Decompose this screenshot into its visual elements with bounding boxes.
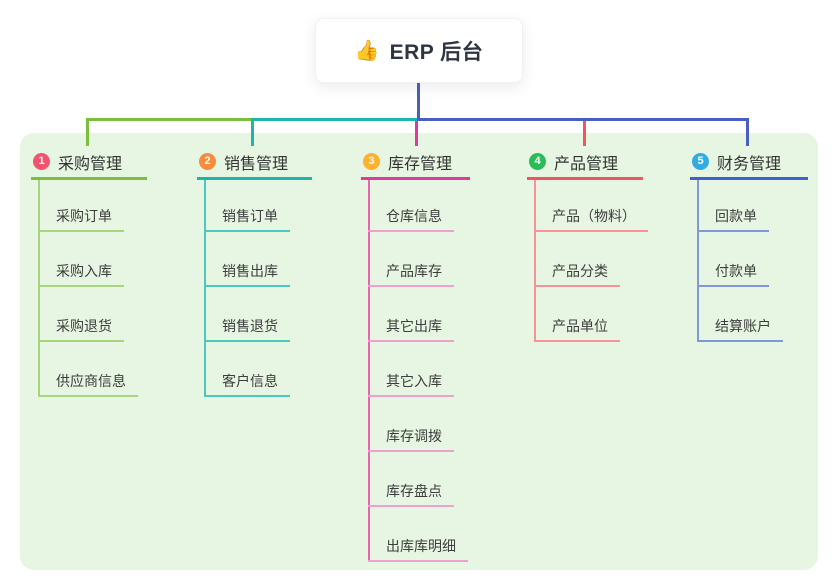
branch-drop-line-3 <box>415 121 418 146</box>
branch-title: 财务管理 <box>717 155 782 173</box>
connector-segment-2 <box>251 118 420 121</box>
child-node[interactable]: 回款单 <box>697 204 769 232</box>
child-node-label: 销售出库 <box>222 263 278 279</box>
child-node-label: 回款单 <box>715 208 757 224</box>
child-node-label: 供应商信息 <box>56 373 126 389</box>
branch-drop-line-1 <box>86 118 89 146</box>
branch-header-2[interactable]: 2 销售管理 <box>197 146 312 180</box>
branch-trunk-line-2 <box>204 180 206 397</box>
branch-number-badge: 5 <box>692 153 709 170</box>
child-node[interactable]: 产品单位 <box>534 314 620 342</box>
child-node-label: 采购订单 <box>56 208 112 224</box>
thumbs-up-icon: 👍 <box>354 39 380 62</box>
child-node-label: 客户信息 <box>222 373 278 389</box>
root-connector-line <box>417 83 420 121</box>
branch-drop-line-2 <box>251 118 254 146</box>
child-node-label: 库存调拨 <box>386 428 442 444</box>
child-node-label: 出库库明细 <box>386 538 456 554</box>
child-node[interactable]: 产品（物料） <box>534 204 648 232</box>
connector-segment-1 <box>86 118 254 121</box>
branches-panel <box>20 133 818 570</box>
child-node[interactable]: 采购入库 <box>38 259 124 287</box>
connector-segment-3 <box>417 118 749 121</box>
child-node[interactable]: 出库库明细 <box>368 534 468 562</box>
child-node[interactable]: 产品分类 <box>534 259 620 287</box>
child-node-label: 付款单 <box>715 263 757 279</box>
child-node-label: 采购入库 <box>56 263 112 279</box>
branch-title: 产品管理 <box>554 155 619 173</box>
branch-number-badge: 4 <box>529 153 546 170</box>
branch-title: 库存管理 <box>388 155 453 173</box>
child-node[interactable]: 采购退货 <box>38 314 124 342</box>
child-node[interactable]: 客户信息 <box>204 369 290 397</box>
child-node[interactable]: 销售订单 <box>204 204 290 232</box>
branch-title: 销售管理 <box>224 155 289 173</box>
child-node[interactable]: 供应商信息 <box>38 369 138 397</box>
branch-trunk-line-3 <box>368 180 370 562</box>
branch-header-5[interactable]: 5 财务管理 <box>690 146 808 180</box>
child-node[interactable]: 其它出库 <box>368 314 454 342</box>
child-node[interactable]: 采购订单 <box>38 204 124 232</box>
branch-trunk-line-4 <box>534 180 536 342</box>
child-node-label: 产品库存 <box>386 263 442 279</box>
root-node[interactable]: 👍 ERP 后台 <box>315 18 523 83</box>
branch-header-4[interactable]: 4 产品管理 <box>527 146 643 180</box>
branch-header-3[interactable]: 3 库存管理 <box>361 146 471 180</box>
child-node-label: 采购退货 <box>56 318 112 334</box>
child-node[interactable]: 销售出库 <box>204 259 290 287</box>
child-node[interactable]: 付款单 <box>697 259 769 287</box>
branch-number-badge: 1 <box>33 153 50 170</box>
root-title: ERP 后台 <box>389 40 484 64</box>
child-node-label: 销售退货 <box>222 318 278 334</box>
child-node-label: 其它出库 <box>386 318 442 334</box>
child-node[interactable]: 销售退货 <box>204 314 290 342</box>
child-node-label: 销售订单 <box>222 208 278 224</box>
child-node-label: 其它入库 <box>386 373 442 389</box>
child-node[interactable]: 库存调拨 <box>368 424 454 452</box>
branch-drop-line-4 <box>583 121 586 146</box>
branch-number-badge: 3 <box>363 153 380 170</box>
child-node[interactable]: 仓库信息 <box>368 204 454 232</box>
child-node-label: 仓库信息 <box>386 208 442 224</box>
branch-header-1[interactable]: 1 采购管理 <box>31 146 147 180</box>
branch-trunk-line-5 <box>697 180 699 342</box>
branch-title: 采购管理 <box>58 155 123 173</box>
child-node-label: 结算账户 <box>715 318 771 334</box>
child-node-label: 产品单位 <box>552 318 608 334</box>
child-node-label: 产品分类 <box>552 263 608 279</box>
child-node[interactable]: 产品库存 <box>368 259 454 287</box>
child-node[interactable]: 结算账户 <box>697 314 783 342</box>
branch-number-badge: 2 <box>199 153 216 170</box>
child-node[interactable]: 其它入库 <box>368 369 454 397</box>
branch-drop-line-5 <box>746 118 749 146</box>
child-node[interactable]: 库存盘点 <box>368 479 454 507</box>
child-node-label: 产品（物料） <box>552 208 636 224</box>
child-node-label: 库存盘点 <box>386 483 442 499</box>
branch-trunk-line-1 <box>38 180 40 397</box>
